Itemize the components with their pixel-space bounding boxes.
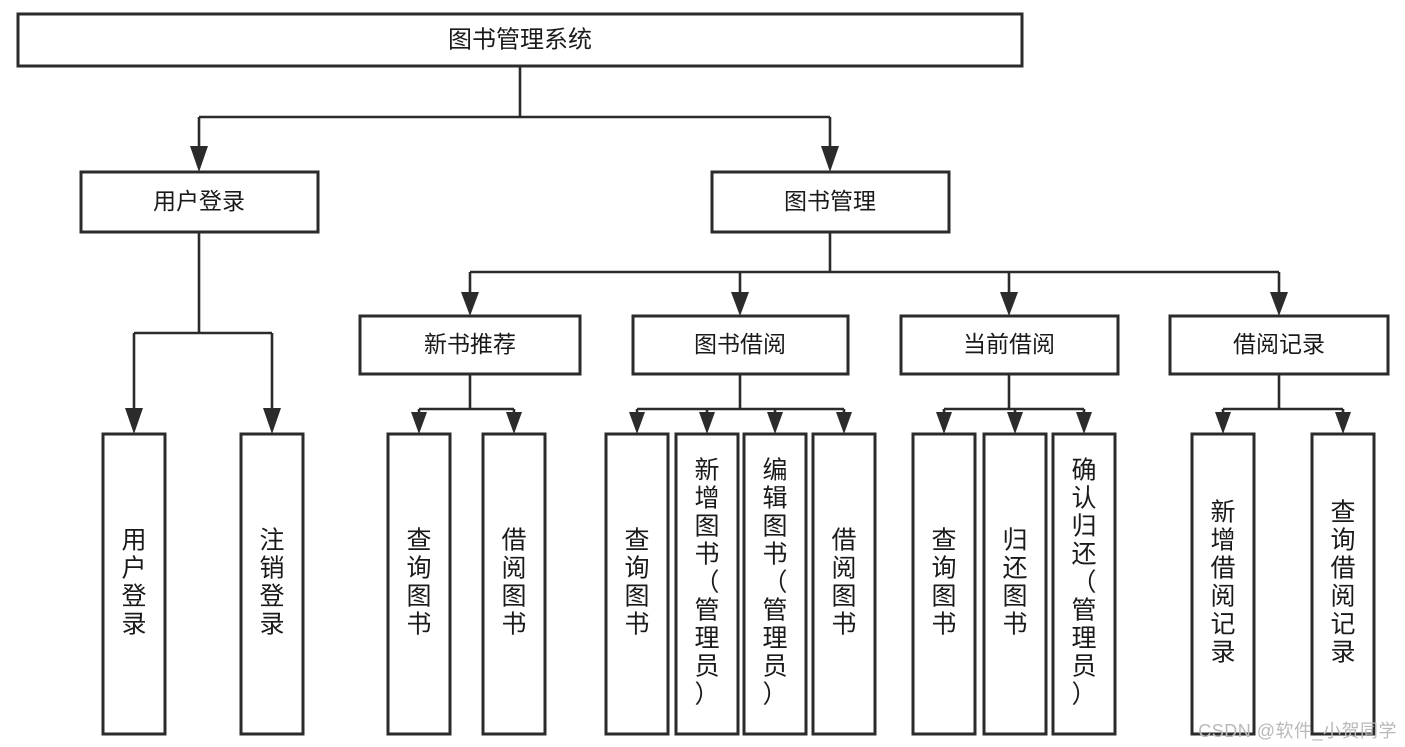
node-leaf-return-book-box[interactable] <box>982 432 1048 736</box>
arrow-head-leaf-query-book-rec <box>411 412 427 434</box>
node-leaf-query-book-rec-label: 查询图书 <box>406 527 431 639</box>
csdn-watermark: CSDN @软件_小贺同学 <box>1198 721 1397 741</box>
node-leaf-user-login-label: 用户登录 <box>121 527 146 639</box>
arrow-head-leaf-return-book <box>1007 412 1023 434</box>
node-leaf-confirm-return-admin-box[interactable] <box>1051 432 1117 736</box>
node-leaf-query-borrow-record[interactable]: 查询借阅记录 <box>1310 432 1376 736</box>
node-leaf-edit-book-admin-label: 编辑图书（管理员） <box>762 457 787 709</box>
node-leaf-add-book-admin[interactable]: 新增图书（管理员） <box>674 432 740 736</box>
node-leaf-query-book-current-label: 查询图书 <box>931 527 956 639</box>
node-leaf-borrow-book-rec[interactable]: 借阅图书 <box>481 432 547 736</box>
node-borrow-record[interactable]: 借阅记录 <box>1168 314 1390 376</box>
arrow-head-leaf-add-book-admin <box>699 412 715 434</box>
node-leaf-query-borrow-record-box[interactable] <box>1310 432 1376 736</box>
node-root-box[interactable] <box>16 12 1024 68</box>
node-leaf-borrow-book[interactable]: 借阅图书 <box>811 432 877 736</box>
node-leaf-logout-box[interactable] <box>239 432 305 736</box>
node-current-borrow-box[interactable] <box>899 314 1120 376</box>
node-leaf-query-book-current-box[interactable] <box>911 432 977 736</box>
node-user-login-box[interactable] <box>79 170 320 234</box>
arrow-head-book-management <box>821 146 839 172</box>
node-leaf-query-borrow-record-label: 查询借阅记录 <box>1330 499 1355 667</box>
node-borrow-record-box[interactable] <box>1168 314 1390 376</box>
arrow-head-leaf-query-borrow-record <box>1335 412 1351 434</box>
node-root-label: 图书管理系统 <box>448 26 592 53</box>
arrow-head-new-book-recommend <box>461 292 479 316</box>
node-leaf-confirm-return-admin[interactable]: 确认归还（管理员） <box>1051 432 1117 736</box>
node-leaf-query-book-rec[interactable]: 查询图书 <box>386 432 452 736</box>
arrow-head-leaf-borrow-book-rec <box>506 412 522 434</box>
node-leaf-query-book-current[interactable]: 查询图书 <box>911 432 977 736</box>
node-leaf-add-book-admin-box[interactable] <box>674 432 740 736</box>
node-book-borrow-box[interactable] <box>631 314 850 376</box>
connector-layer <box>125 66 1351 434</box>
node-leaf-add-borrow-record[interactable]: 新增借阅记录 <box>1190 432 1256 736</box>
arrow-head-leaf-logout <box>263 408 281 434</box>
node-user-login-label: 用户登录 <box>153 188 245 214</box>
arrow-head-leaf-query-book-current <box>936 412 952 434</box>
node-leaf-borrow-book-rec-box[interactable] <box>481 432 547 736</box>
node-leaf-query-book-borrow-label: 查询图书 <box>624 527 649 639</box>
node-leaf-edit-book-admin[interactable]: 编辑图书（管理员） <box>742 432 808 736</box>
node-leaf-return-book-label: 归还图书 <box>1002 527 1027 639</box>
node-leaf-query-book-borrow-box[interactable] <box>604 432 670 736</box>
node-leaf-return-book[interactable]: 归还图书 <box>982 432 1048 736</box>
arrow-head-leaf-edit-book-admin <box>767 412 783 434</box>
arrow-head-leaf-add-borrow-record <box>1215 412 1231 434</box>
node-leaf-borrow-book-box[interactable] <box>811 432 877 736</box>
node-root[interactable]: 图书管理系统 <box>16 12 1024 68</box>
node-book-borrow-label: 图书借阅 <box>694 331 786 357</box>
node-leaf-add-borrow-record-label: 新增借阅记录 <box>1210 499 1235 667</box>
arrow-head-leaf-query-book-borrow <box>629 412 645 434</box>
node-current-borrow-label: 当前借阅 <box>963 331 1055 357</box>
node-leaf-user-login-box[interactable] <box>101 432 167 736</box>
node-book-borrow[interactable]: 图书借阅 <box>631 314 850 376</box>
node-book-management[interactable]: 图书管理 <box>710 170 951 234</box>
node-leaf-user-login[interactable]: 用户登录 <box>101 432 167 736</box>
node-user-login[interactable]: 用户登录 <box>79 170 320 234</box>
node-leaf-query-book-rec-box[interactable] <box>386 432 452 736</box>
node-leaf-logout[interactable]: 注销登录 <box>239 432 305 736</box>
node-book-management-label: 图书管理 <box>784 188 876 214</box>
arrow-head-user-login <box>190 146 208 172</box>
node-leaf-query-book-borrow[interactable]: 查询图书 <box>604 432 670 736</box>
node-leaf-borrow-book-rec-label: 借阅图书 <box>501 527 526 639</box>
arrow-head-leaf-borrow-book <box>836 412 852 434</box>
arrow-head-leaf-user-login <box>125 408 143 434</box>
arrow-head-borrow-record <box>1270 292 1288 316</box>
node-leaf-add-book-admin-label: 新增图书（管理员） <box>694 457 719 709</box>
node-leaf-borrow-book-label: 借阅图书 <box>831 527 856 639</box>
node-new-book-recommend[interactable]: 新书推荐 <box>358 314 582 376</box>
arrow-head-leaf-confirm-return-admin <box>1076 412 1092 434</box>
node-leaf-logout-label: 注销登录 <box>259 527 284 639</box>
node-leaf-edit-book-admin-box[interactable] <box>742 432 808 736</box>
arrow-head-current-borrow <box>1000 292 1018 316</box>
leaf-layer: 用户登录 注销登录 查询图书 借阅图书 查询图书 新增图书（管理员） <box>101 432 1376 736</box>
node-book-management-box[interactable] <box>710 170 951 234</box>
node-current-borrow[interactable]: 当前借阅 <box>899 314 1120 376</box>
node-new-book-recommend-label: 新书推荐 <box>424 331 516 357</box>
node-leaf-add-borrow-record-box[interactable] <box>1190 432 1256 736</box>
node-leaf-confirm-return-admin-label: 确认归还（管理员） <box>1071 457 1096 709</box>
node-borrow-record-label: 借阅记录 <box>1233 331 1325 357</box>
arrow-head-book-borrow <box>731 292 749 316</box>
node-new-book-recommend-box[interactable] <box>358 314 582 376</box>
